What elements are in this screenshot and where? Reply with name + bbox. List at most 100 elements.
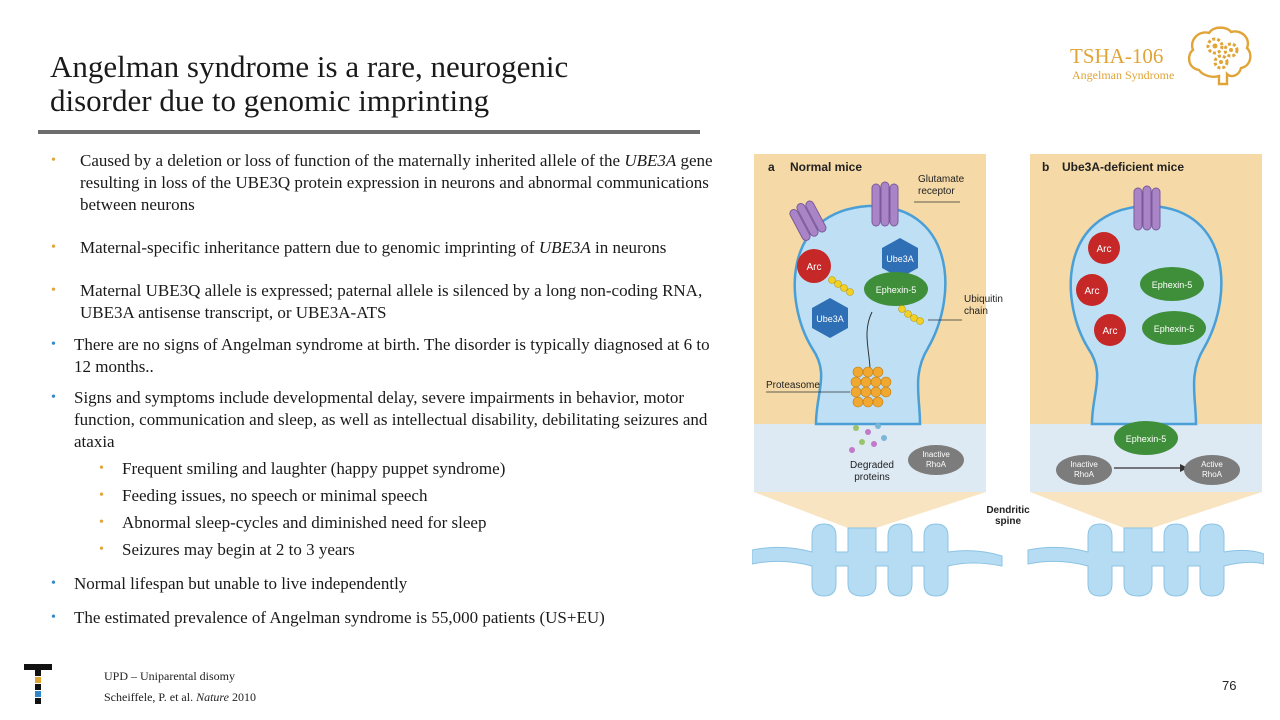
ube3a-enzyme-icon: Ube3A <box>882 238 918 278</box>
sub-bullet-text: Abnormal sleep-cycles and diminished nee… <box>122 513 487 532</box>
ube3a-label: Ube3A <box>886 254 914 264</box>
arc-label: Arc <box>807 262 822 273</box>
ube3a-mechanism-figure: a Normal mice b Ube3A-deficient mice Glu… <box>752 154 1264 597</box>
brand-subtitle: Angelman Syndrome <box>1072 68 1175 82</box>
ephexin-protein-icon: Ephexin-5 <box>864 272 928 306</box>
arc-protein-icon: Arc Arc Arc <box>1076 232 1126 346</box>
dendritic-label-1: Dendritic <box>986 505 1030 516</box>
bullet-text: The estimated prevalence of Angelman syn… <box>74 608 605 627</box>
bullet-text: in neurons <box>590 238 667 257</box>
bullet-dot-icon: • <box>99 461 104 476</box>
panel-b-title: Ube3A-deficient mice <box>1062 160 1184 174</box>
ephexin-label: Ephexin-5 <box>1154 324 1195 334</box>
bullet-item: • Caused by a deletion or loss of functi… <box>48 150 728 216</box>
bullet-text: Normal lifespan but unable to live indep… <box>74 574 408 593</box>
arc-label: Arc <box>1103 326 1118 337</box>
footnote-reference: Scheiffele, P. et al. Nature 2010 <box>104 690 256 705</box>
bullet-dot-icon: • <box>99 515 104 530</box>
active-rhoa-icon: Active RhoA <box>1184 455 1240 485</box>
proteasome-icon <box>850 366 892 408</box>
sub-bullet-text: Seizures may begin at 2 to 3 years <box>122 540 355 559</box>
footnote-upd: UPD – Uniparental disomy <box>104 669 235 683</box>
ephexin-protein-icon: Ephexin-5 Ephexin-5 Ephexin-5 <box>1114 267 1206 455</box>
bullet-dot-icon: • <box>51 337 56 352</box>
bullet-dot-icon: • <box>51 390 56 405</box>
reference-year: 2010 <box>228 690 256 704</box>
page-number: 76 <box>1222 678 1237 693</box>
dendrite-illustration <box>752 523 1264 597</box>
inactive-label: Inactive <box>1070 460 1098 469</box>
degraded-label-1: Degraded <box>850 460 894 471</box>
glutamate-label-2: receptor <box>918 186 955 197</box>
ephexin-label: Ephexin-5 <box>1126 434 1167 444</box>
ube3a-enzyme-icon: Ube3A <box>812 298 848 338</box>
zoom-connector-b <box>1030 492 1262 528</box>
bullet-dot-icon: • <box>51 153 56 168</box>
bullet-item: • Signs and symptoms include development… <box>48 387 728 453</box>
bullet-text: Maternal-specific inheritance pattern du… <box>80 238 539 257</box>
bullet-text: Maternal UBE3Q allele is expressed; pate… <box>80 281 703 322</box>
proteasome-label: Proteasome <box>766 380 820 391</box>
inactive-label: Inactive <box>922 450 950 459</box>
rhoa-label: RhoA <box>926 460 947 469</box>
ephexin-label: Ephexin-5 <box>876 285 917 295</box>
gene-name: UBE3A <box>624 151 677 170</box>
bullet-dot-icon: • <box>99 488 104 503</box>
panel-b-letter: b <box>1042 160 1049 174</box>
gene-name: UBE3A <box>538 238 591 257</box>
bullet-dot-icon: • <box>51 283 56 298</box>
reference-authors: Scheiffele, P. et al. <box>104 690 197 704</box>
title-divider <box>38 130 700 134</box>
bullet-item: • Maternal-specific inheritance pattern … <box>48 237 728 259</box>
degradation-arrow <box>866 311 873 371</box>
ube3a-label: Ube3A <box>816 314 844 324</box>
ubiquitin-label-1: Ubiquitin <box>964 294 1003 305</box>
arc-protein-icon: Arc <box>797 249 831 283</box>
glutamate-receptor-icon <box>789 181 1161 241</box>
bullet-text: gene resulting in loss of the UBE3Q prot… <box>80 151 713 214</box>
ephexin-label: Ephexin-5 <box>1152 280 1193 290</box>
rhoa-label: RhoA <box>1202 470 1223 479</box>
sub-bullet-item: • Seizures may begin at 2 to 3 years <box>48 539 728 561</box>
bullet-dot-icon: • <box>51 610 56 625</box>
sub-bullet-item: • Feeding issues, no speech or minimal s… <box>48 485 728 507</box>
title-line-1: Angelman syndrome is a rare, neurogenic <box>50 49 569 84</box>
arrow-head-icon <box>1180 464 1188 472</box>
reference-journal: Nature <box>196 690 229 704</box>
panel-a-title: Normal mice <box>790 160 862 174</box>
ubiquitin-label-2: chain <box>964 306 988 317</box>
company-logo-icon <box>24 664 52 704</box>
sub-bullet-text: Feeding issues, no speech or minimal spe… <box>122 486 428 505</box>
bullet-dot-icon: • <box>99 542 104 557</box>
bullet-dot-icon: • <box>51 240 56 255</box>
ubiquitin-chain-icon <box>828 276 924 325</box>
panel-a-letter: a <box>768 160 775 174</box>
sub-bullet-item: • Abnormal sleep-cycles and diminished n… <box>48 512 728 534</box>
bullet-text: There are no signs of Angelman syndrome … <box>74 335 710 376</box>
arc-label: Arc <box>1097 244 1112 255</box>
bullet-item: • There are no signs of Angelman syndrom… <box>48 334 728 378</box>
brain-gears-icon <box>1187 26 1252 86</box>
rhoa-label: RhoA <box>1074 470 1095 479</box>
bullet-text: Caused by a deletion or loss of function… <box>80 151 625 170</box>
bullet-item: • Normal lifespan but unable to live ind… <box>48 573 728 595</box>
bullet-item: • The estimated prevalence of Angelman s… <box>48 607 728 629</box>
degraded-label-2: proteins <box>854 472 890 483</box>
inactive-rhoa-icon: Inactive RhoA <box>908 445 964 475</box>
inactive-rhoa-icon: Inactive RhoA <box>1056 455 1112 485</box>
bullet-item: • Maternal UBE3Q allele is expressed; pa… <box>48 280 728 324</box>
bullet-dot-icon: • <box>51 576 56 591</box>
degraded-proteins-icon <box>849 423 887 453</box>
title-line-2: disorder due to genomic imprinting <box>50 83 490 118</box>
bullet-text: Signs and symptoms include developmental… <box>74 388 708 451</box>
slide-title: Angelman syndrome is a rare, neurogenic … <box>50 50 730 118</box>
arc-label: Arc <box>1085 286 1100 297</box>
bullet-list: • Caused by a deletion or loss of functi… <box>48 150 728 629</box>
sub-bullet-item: • Frequent smiling and laughter (happy p… <box>48 458 728 480</box>
sub-bullet-text: Frequent smiling and laughter (happy pup… <box>122 459 506 478</box>
brand-name: TSHA-106 <box>1070 44 1164 68</box>
dendritic-label-2: spine <box>995 516 1022 527</box>
zoom-connector-a <box>754 492 986 528</box>
glutamate-label-1: Glutamate <box>918 174 965 185</box>
active-label: Active <box>1201 460 1223 469</box>
